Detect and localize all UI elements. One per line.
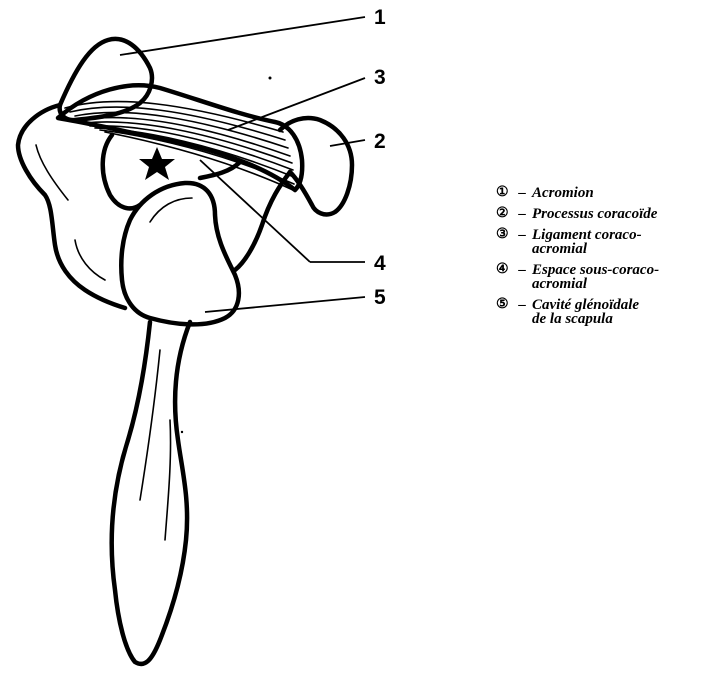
legend-item: ① – Acromion — [496, 186, 721, 200]
leader-line-5 — [205, 297, 365, 312]
legend-item: ④ – Espace sous-coraco- acromial — [496, 263, 721, 291]
legend-item: ② – Processus coracoïde — [496, 207, 721, 221]
legend-number: ④ — [496, 263, 512, 291]
legend-label: Cavité glénoïdale de la scapula — [532, 298, 721, 326]
legend: ① – Acromion ② – Processus coracoïde ③ –… — [496, 186, 721, 333]
legend-label: Acromion — [532, 186, 721, 200]
legend-separator: – — [512, 186, 532, 200]
callout-4: 4 — [374, 252, 386, 275]
legend-item: ③ – Ligament coraco- acromial — [496, 228, 721, 256]
speck — [181, 431, 183, 433]
coracoid-base — [235, 172, 290, 270]
scapula-body — [112, 322, 190, 664]
callout-5: 5 — [374, 286, 386, 309]
callout-1: 1 — [374, 6, 386, 29]
legend-separator: – — [512, 263, 532, 291]
glenoid-rim — [150, 198, 192, 222]
glenoid-cavity — [121, 183, 239, 324]
legend-number: ⑤ — [496, 298, 512, 326]
legend-label: Espace sous-coraco- acromial — [532, 263, 721, 291]
legend-item: ⑤ – Cavité glénoïdale de la scapula — [496, 298, 721, 326]
callout-2: 2 — [374, 130, 386, 153]
star-marker — [139, 147, 175, 180]
legend-separator: – — [512, 207, 532, 221]
legend-number: ③ — [496, 228, 512, 256]
scapula-inner-contour — [36, 145, 105, 280]
legend-label: Processus coracoïde — [532, 207, 721, 221]
coraco-acromial-ligament — [58, 85, 302, 190]
scapula-spine-ridge — [140, 350, 171, 540]
legend-separator: – — [512, 298, 532, 326]
leader-line-1 — [120, 17, 365, 55]
legend-number: ② — [496, 207, 512, 221]
legend-number: ① — [496, 186, 512, 200]
legend-separator: – — [512, 228, 532, 256]
legend-label: Ligament coraco- acromial — [532, 228, 721, 256]
callout-3: 3 — [374, 66, 386, 89]
speck — [269, 77, 272, 80]
